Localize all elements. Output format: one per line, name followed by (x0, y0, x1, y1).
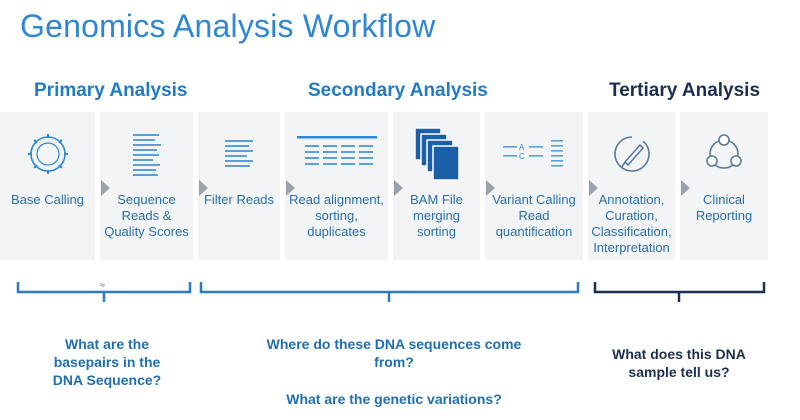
workflow-steps: Base Calling Sequence Reads & Quality Sc… (0, 112, 783, 260)
step-annotation: Annotation, Curation, Classification, In… (588, 112, 675, 260)
step-label-line: Filter Reads (203, 192, 275, 207)
question-primary: What are the basepairs in the DNA Sequen… (22, 335, 192, 389)
filter-list-icon (225, 140, 253, 167)
share-network-icon (706, 134, 742, 169)
step-label-line: BAM File (410, 192, 463, 207)
circular-sequencer-icon (27, 134, 68, 174)
svg-text:A: A (519, 143, 525, 152)
flow-arrow-icon (286, 180, 295, 196)
step-read-alignment: Read alignment, sorting, duplicates (285, 112, 388, 260)
reads-list-icon (132, 134, 161, 176)
step-label-line: duplicates (307, 224, 366, 239)
pen-annotation-icon (613, 136, 650, 172)
step-label-line: Base Calling (11, 192, 84, 207)
question-secondary-origin: Where do these DNA sequences come from? (230, 335, 558, 371)
small-marker-icon: ≈ (100, 280, 105, 290)
primary-bracket: ≈ (16, 280, 192, 302)
tertiary-bracket (593, 282, 766, 302)
step-label-line: merging (413, 208, 460, 223)
step-base-calling: Base Calling (0, 112, 95, 260)
step-label-line: Variant Calling (492, 192, 576, 207)
question-line: from? (374, 354, 414, 370)
stacked-files-icon (413, 127, 460, 181)
variant-icon: A C (503, 140, 563, 167)
step-label-line: Reads & (121, 208, 172, 223)
question-line: What are the (64, 336, 149, 352)
step-label-line: Sequence (117, 192, 176, 207)
svg-text:C: C (519, 152, 525, 161)
step-label-line: Quality Scores (104, 224, 189, 239)
phase-primary-heading: Primary Analysis (34, 80, 188, 101)
flow-arrow-icon (486, 180, 495, 196)
flow-arrow-icon (101, 180, 110, 196)
flow-arrow-icon (681, 180, 690, 196)
question-line: sample tell us? (628, 364, 730, 380)
step-label-line: Read (518, 208, 550, 223)
step-label-line: sorting (416, 224, 457, 239)
flow-arrow-icon (394, 180, 403, 196)
alignment-icon (296, 136, 377, 165)
step-label: Clinical Reporting (682, 192, 766, 224)
step-label-line: quantification (495, 224, 573, 239)
step-bam-file: BAM File merging sorting (393, 112, 480, 260)
step-filter-reads: Filter Reads (198, 112, 280, 260)
question-line: DNA Sequence? (52, 372, 162, 388)
step-label-line: Interpretation (593, 240, 670, 255)
step-label: Base Calling (2, 192, 93, 208)
secondary-bracket (199, 282, 580, 302)
step-label-line: sorting, (315, 208, 358, 223)
step-clinical-reporting: Clinical Reporting (680, 112, 768, 260)
question-line: What does this DNA (612, 346, 746, 362)
phase-tertiary-heading: Tertiary Analysis (609, 80, 761, 101)
flow-arrow-icon (199, 180, 208, 196)
step-label: Variant Calling Read quantification (487, 192, 581, 240)
page-title: Genomics Analysis Workflow (20, 8, 436, 44)
step-variant-calling: A C Variant Calling Read quantification (485, 112, 583, 260)
flow-arrow-icon (589, 180, 598, 196)
step-label: BAM File merging sorting (395, 192, 478, 240)
step-label-line: Curation, (605, 208, 658, 223)
step-label: Annotation, Curation, Classification, In… (590, 192, 673, 256)
question-tertiary: What does this DNA sample tell us? (590, 345, 768, 381)
step-label-line: Clinical (703, 192, 745, 207)
step-label-line: Classification, (591, 224, 672, 239)
step-label: Read alignment, sorting, duplicates (287, 192, 386, 240)
question-secondary-variations: What are the genetic variations? (230, 390, 558, 408)
question-line: Where do these DNA sequences come (266, 336, 522, 352)
step-label: Sequence Reads & Quality Scores (102, 192, 191, 240)
step-sequence-reads: Sequence Reads & Quality Scores (100, 112, 193, 260)
step-label-line: Reporting (695, 208, 753, 223)
question-line: basepairs in the (53, 354, 161, 370)
step-label: Filter Reads (200, 192, 278, 208)
phase-secondary-heading: Secondary Analysis (308, 80, 488, 101)
question-line: What are the genetic variations? (286, 391, 502, 407)
step-label-line: Annotation, (598, 192, 665, 207)
step-label-line: Read alignment, (289, 192, 384, 207)
